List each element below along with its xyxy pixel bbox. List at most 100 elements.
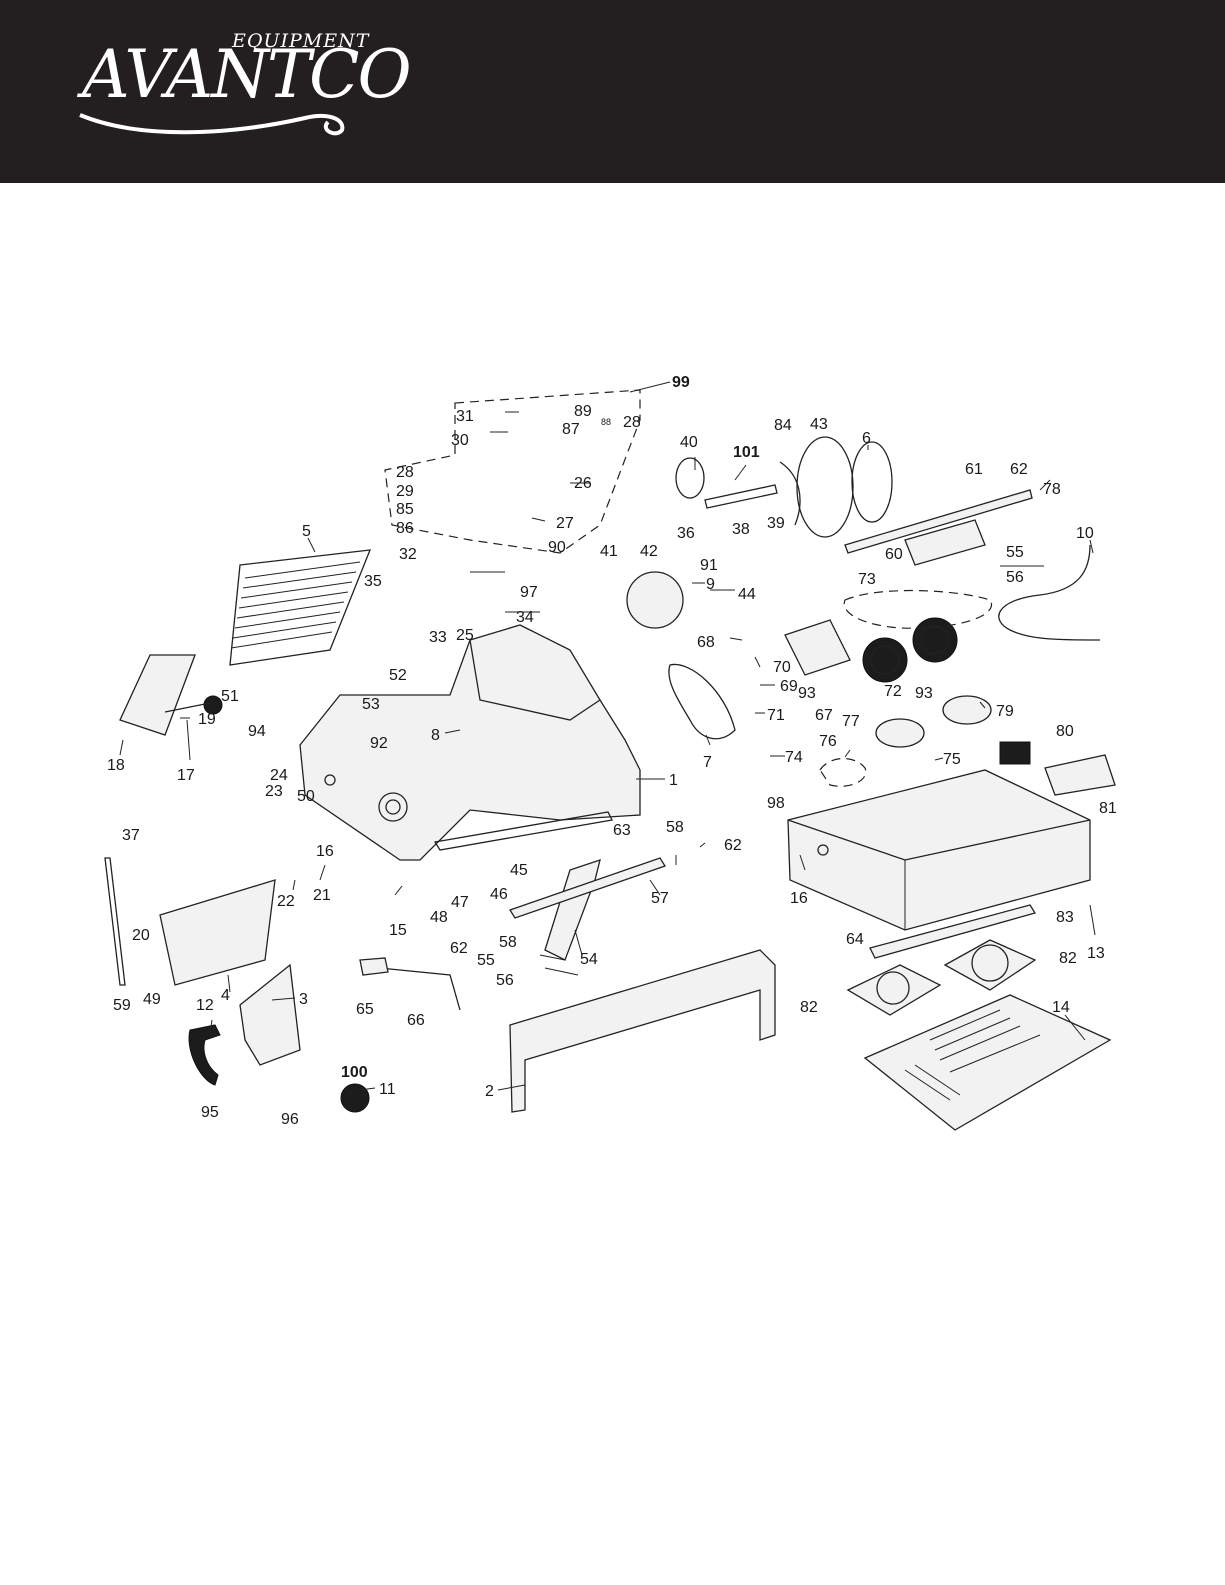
part-18-handle-body (119, 654, 196, 736)
callout-65: 65 (356, 1001, 374, 1018)
callout-31: 31 (456, 408, 474, 425)
callout-80: 80 (1056, 723, 1074, 740)
callout-13: 13 (1087, 945, 1105, 962)
callout-37: 37 (122, 827, 140, 844)
callout-93a: 93 (798, 685, 816, 702)
callout-36: 36 (677, 525, 695, 542)
callout-17: 17 (177, 767, 195, 784)
callout-66: 66 (407, 1012, 425, 1029)
part-61-carriage-rod (844, 489, 1033, 566)
callout-76: 76 (819, 733, 837, 750)
callout-81: 81 (1099, 800, 1117, 817)
logo-swash (79, 113, 345, 136)
callout-11: 11 (379, 1081, 396, 1098)
part-63-rail (433, 811, 613, 851)
callout-98: 98 (767, 795, 785, 812)
callout-30: 30 (451, 432, 469, 449)
part-67-drum (784, 619, 851, 676)
callout-58b: 58 (499, 934, 517, 951)
part-10-power-cord (998, 544, 1101, 641)
callout-18: 18 (107, 757, 125, 774)
callout-77: 77 (842, 713, 860, 730)
part-66-lever (379, 967, 461, 1011)
leader-lines (119, 411, 1096, 1091)
logo-subtitle: EQUIPMENT (232, 30, 370, 52)
callout-64: 64 (846, 931, 864, 948)
callout-28b: 28 (623, 414, 641, 431)
callout-67: 67 (815, 707, 833, 724)
callout-74: 74 (785, 749, 803, 766)
part-73-belt (843, 589, 993, 629)
callout-29: 29 (396, 483, 414, 500)
part-72-gear-b (912, 617, 958, 663)
part-2-front-panel (509, 949, 776, 1113)
callout-15: 15 (389, 922, 407, 939)
callout-54: 54 (580, 951, 598, 968)
callout-7: 7 (703, 754, 712, 771)
callout-94: 94 (248, 723, 266, 740)
callout-86: 86 (396, 520, 414, 537)
callout-3: 3 (299, 991, 308, 1008)
logo-wordmark: AVANTCO (82, 36, 412, 113)
callout-35: 35 (364, 573, 382, 590)
callout-60: 60 (885, 546, 903, 563)
callout-95: 95 (201, 1104, 219, 1121)
callout-41: 41 (600, 543, 618, 560)
callout-69: 69 (780, 678, 798, 695)
callout-79: 79 (996, 703, 1014, 720)
callout-89: 89 (574, 403, 592, 420)
callout-82b: 82 (800, 999, 818, 1016)
part-54-arm (544, 859, 601, 961)
callout-12: 12 (196, 997, 214, 1014)
part-4-side-cover (159, 879, 276, 986)
callout-1: 1 (669, 772, 678, 789)
callout-62c: 62 (450, 940, 468, 957)
callout-71: 71 (767, 707, 785, 724)
part-77-pulley (875, 718, 925, 748)
callout-21: 21 (313, 887, 331, 904)
part-72-gear-a (862, 637, 908, 683)
callout-40: 40 (680, 434, 698, 451)
part-43-disk (796, 436, 854, 538)
callout-58a: 58 (666, 819, 684, 836)
callout-48: 48 (430, 909, 448, 926)
callout-55b: 55 (1006, 544, 1024, 561)
callout-14: 14 (1052, 999, 1070, 1016)
part-57-shaft (509, 857, 666, 919)
callout-63: 63 (613, 822, 631, 839)
callout-42: 42 (640, 543, 658, 560)
callout-27: 27 (556, 515, 574, 532)
callout-93b: 93 (915, 685, 933, 702)
callout-25: 25 (456, 627, 474, 644)
callout-16a: 16 (316, 843, 334, 860)
callout-50: 50 (297, 788, 315, 805)
callout-39: 39 (767, 515, 785, 532)
callout-88: 88 (601, 417, 611, 427)
part-40-ring (675, 457, 705, 499)
callout-10: 10 (1076, 525, 1094, 542)
callout-19: 19 (198, 711, 216, 728)
part-80-switch (999, 741, 1031, 765)
callout-75: 75 (943, 751, 961, 768)
callout-57: 57 (651, 890, 669, 907)
callout-62a: 62 (1010, 461, 1028, 478)
callout-56a: 56 (496, 972, 514, 989)
callout-33: 33 (429, 629, 447, 646)
assembly-99-outline (384, 389, 641, 554)
callout-44: 44 (738, 586, 756, 603)
part-76-belt (819, 757, 867, 787)
callout-43: 43 (810, 416, 828, 433)
part-5-slotted-guard (229, 537, 372, 666)
callout-61: 61 (965, 461, 983, 478)
callout-labels: 1 2 3 4 5 6 7 8 9 10 11 12 13 14 15 16 1… (107, 374, 1117, 1128)
part-81-board (1044, 754, 1116, 796)
part-14-bottom-plate (863, 994, 1112, 1131)
callout-51: 51 (221, 688, 239, 705)
part-17-ball-knob (203, 695, 223, 715)
part-9-motor (626, 571, 684, 629)
callout-16b: 16 (790, 890, 808, 907)
callout-34: 34 (516, 609, 534, 626)
callout-8: 8 (431, 727, 440, 744)
callout-49: 49 (143, 991, 161, 1008)
callout-73: 73 (858, 571, 876, 588)
